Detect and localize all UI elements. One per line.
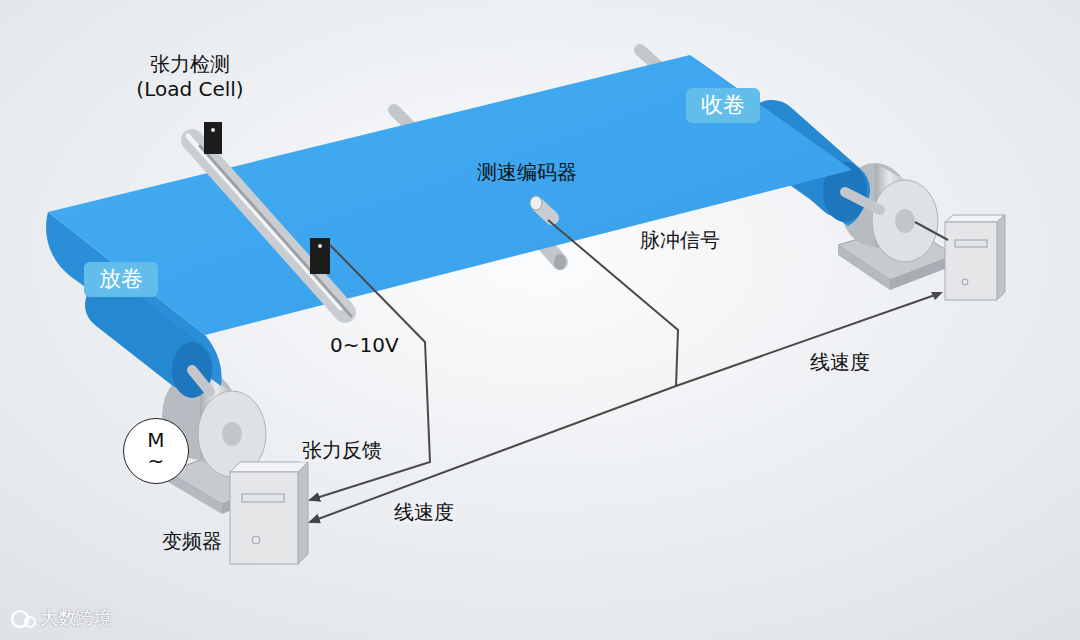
node-text: 放卷 [99,266,143,292]
voltage-label: 0~10V [330,333,399,357]
node-text: 测速编码器 [462,160,592,185]
speed-encoder: 测速编码器 [462,160,592,220]
edge-label: 线速度 [392,500,456,524]
unwind-badge: 放卷 [84,262,158,297]
signal-wire [310,220,678,522]
rewind-badge: 收卷 [686,88,760,123]
line-speed-label: 线速度 [810,350,870,374]
signal-label: 脉冲信号 [640,228,720,252]
node-text: 变频器 [162,528,222,555]
watermark: 大数跨境 [40,607,112,629]
motor-symbol: M ~ [123,418,189,484]
load-cell-sensor: 张力检测 (Load Cell) [125,52,340,245]
node-text: 收卷 [701,92,745,118]
node-text: 张力检测 (Load Cell) [125,52,255,102]
inverter-box: 变频器 [230,472,298,564]
edge-label: 张力反馈 [300,438,384,462]
node-text: M ~ [145,430,167,472]
